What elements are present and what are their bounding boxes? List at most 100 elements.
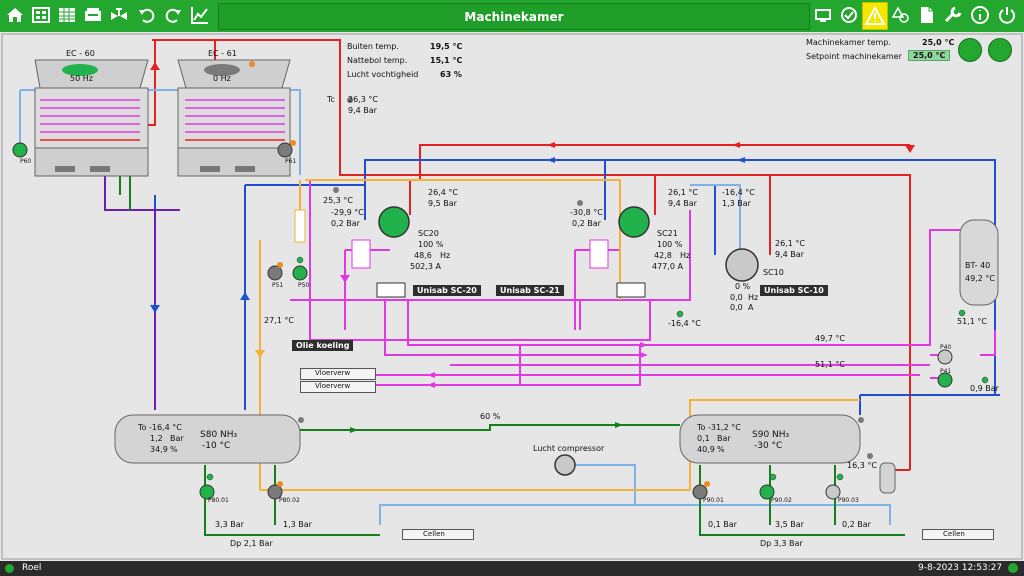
p90-01-label: P90.01 xyxy=(703,497,724,504)
units-icon[interactable] xyxy=(29,2,53,28)
refresh-icon[interactable] xyxy=(837,2,861,28)
tc-label: Tc xyxy=(327,95,335,104)
s90-bar-unit: Bar xyxy=(717,434,731,443)
screen-icon[interactable] xyxy=(811,2,835,28)
sc10-amp: 0,0 xyxy=(730,303,743,312)
s90-to: To -31,2 °C xyxy=(697,423,741,432)
tc-temp: 26,3 °C xyxy=(348,95,378,104)
sc10-out-press: 9,4 Bar xyxy=(775,250,804,259)
table-icon[interactable] xyxy=(55,2,79,28)
sc21-out-temp: 26,1 °C xyxy=(668,188,698,197)
bt40-temp: 49,2 °C xyxy=(965,274,995,283)
s90-name: S90 NH₃ xyxy=(752,430,790,440)
humidity-value: 63 % xyxy=(440,70,462,79)
setpoint-input[interactable]: 25,0 °C xyxy=(908,50,951,61)
p80-01-label: P80.01 xyxy=(208,497,229,504)
tc-pressure: 9,4 Bar xyxy=(348,106,377,115)
sc10-hz-unit: Hz xyxy=(748,293,759,302)
s80-name: S80 NH₃ xyxy=(200,430,238,440)
p90-dp: Dp 3,3 Bar xyxy=(760,539,803,548)
p50-label: P50 xyxy=(298,282,310,289)
oil-temp: 27,1 °C xyxy=(264,316,294,325)
room-fan1-icon[interactable] xyxy=(958,38,982,62)
s90-temp: 16,3 °C xyxy=(847,461,877,470)
s80-pct-unit: % xyxy=(170,445,178,454)
nattebol-temp-label: Nattebol temp. xyxy=(347,56,408,65)
s90-set: -30 °C xyxy=(754,441,783,451)
s90-pct-unit: % xyxy=(717,445,725,454)
sc21-suct-temp: -30,8 °C xyxy=(570,208,603,217)
lucht-compressor-label: Lucht compressor xyxy=(533,444,605,453)
s90-bar: 0,1 xyxy=(697,434,710,443)
bt40-name: BT- 40 xyxy=(965,261,991,270)
wrench-icon[interactable] xyxy=(941,2,965,28)
trend-icon[interactable] xyxy=(188,2,212,28)
buiten-temp-label: Buiten temp. xyxy=(347,42,399,51)
s80-bar-unit: Bar xyxy=(170,434,184,443)
document-icon[interactable] xyxy=(915,2,939,28)
sc20-oil-temp: 25,3 °C xyxy=(323,196,353,205)
s90-pct: 40,9 xyxy=(697,445,715,454)
room-fan2-icon[interactable] xyxy=(988,38,1012,62)
cabinet-icon[interactable] xyxy=(81,2,105,28)
top-toolbar: Machinekamer xyxy=(0,0,1024,32)
page-title: Machinekamer xyxy=(218,3,810,30)
connection-icon xyxy=(1008,563,1018,573)
unisab-sc10-button[interactable]: Unisab SC-10 xyxy=(760,285,828,296)
sc21-out-press: 9,4 Bar xyxy=(668,199,697,208)
undo-icon[interactable] xyxy=(135,2,159,28)
ec60-pump-label: P60 xyxy=(20,158,32,165)
p90-02-pressure: 3,5 Bar xyxy=(775,520,804,529)
p41-label: P41 xyxy=(940,368,952,375)
home-icon[interactable] xyxy=(3,2,27,28)
sc10-suct-press: 1,3 Bar xyxy=(722,199,751,208)
ec60-speed: 50 Hz xyxy=(70,74,93,83)
p90-03-label: P90.03 xyxy=(838,497,859,504)
sc20-hz: 48,6 xyxy=(414,251,432,260)
line-temp-1: 49,7 °C xyxy=(815,334,845,343)
unisab-sc21-button[interactable]: Unisab SC-21 xyxy=(496,285,564,296)
s80-pct: 34,9 xyxy=(150,445,168,454)
s80-set: -10 °C xyxy=(202,441,231,451)
valve-60-position[interactable]: 60 % xyxy=(480,412,501,421)
sc20-out-temp: 26,4 °C xyxy=(428,188,458,197)
p51-label: P51 xyxy=(272,282,284,289)
sc10-pct: 0 % xyxy=(735,282,751,291)
ec60-name: EC - 60 xyxy=(66,49,95,58)
vloerverw-b: Vloerverw xyxy=(300,381,376,393)
sc10-amp-unit: A xyxy=(748,303,754,312)
sc20-suct-press: 0,2 Bar xyxy=(331,219,360,228)
redo-icon[interactable] xyxy=(161,2,185,28)
nattebol-temp-value: 15,1 °C xyxy=(430,56,463,65)
sc21-pct: 100 % xyxy=(657,240,683,249)
warning-icon[interactable] xyxy=(862,2,888,30)
room-temp-label: Machinekamer temp. xyxy=(806,38,891,47)
alarm-shapes-icon[interactable] xyxy=(889,2,913,28)
olie-koeling-button[interactable]: Olie koeling xyxy=(292,340,354,351)
valve-icon[interactable] xyxy=(107,2,131,28)
user-status-icon xyxy=(5,564,14,573)
info-icon[interactable] xyxy=(968,2,992,28)
p40-label: P40 xyxy=(940,344,952,351)
cellen-80: Cellen xyxy=(402,529,474,540)
sc20-out-press: 9,5 Bar xyxy=(428,199,457,208)
unisab-sc20-button[interactable]: Unisab SC-20 xyxy=(413,285,481,296)
p80-dp: Dp 2,1 Bar xyxy=(230,539,273,548)
sc20-hz-unit: Hz xyxy=(440,251,451,260)
sc10-name: SC10 xyxy=(763,268,784,277)
sc20-amp: 502,3 A xyxy=(410,262,441,271)
s80-to: To -16,4 °C xyxy=(138,423,182,432)
p80-01-pressure: 3,3 Bar xyxy=(215,520,244,529)
sc10-side-temp: -16,4 °C xyxy=(668,319,701,328)
power-icon[interactable] xyxy=(995,2,1019,28)
sc20-suct-temp: -29,9 °C xyxy=(331,208,364,217)
bt40-below-temp: 51,1 °C xyxy=(957,317,987,326)
room-temp-value: 25,0 °C xyxy=(922,38,955,47)
datetime: 9-8-2023 12:53:27 xyxy=(918,563,1003,573)
piping-diagram xyxy=(1,33,1023,560)
sc10-hz: 0,0 xyxy=(730,293,743,302)
ec61-unit xyxy=(177,59,291,177)
p90-02-label: P90.02 xyxy=(771,497,792,504)
p80-02-label: P80.02 xyxy=(279,497,300,504)
sc21-hz-unit: Hz xyxy=(680,251,691,260)
